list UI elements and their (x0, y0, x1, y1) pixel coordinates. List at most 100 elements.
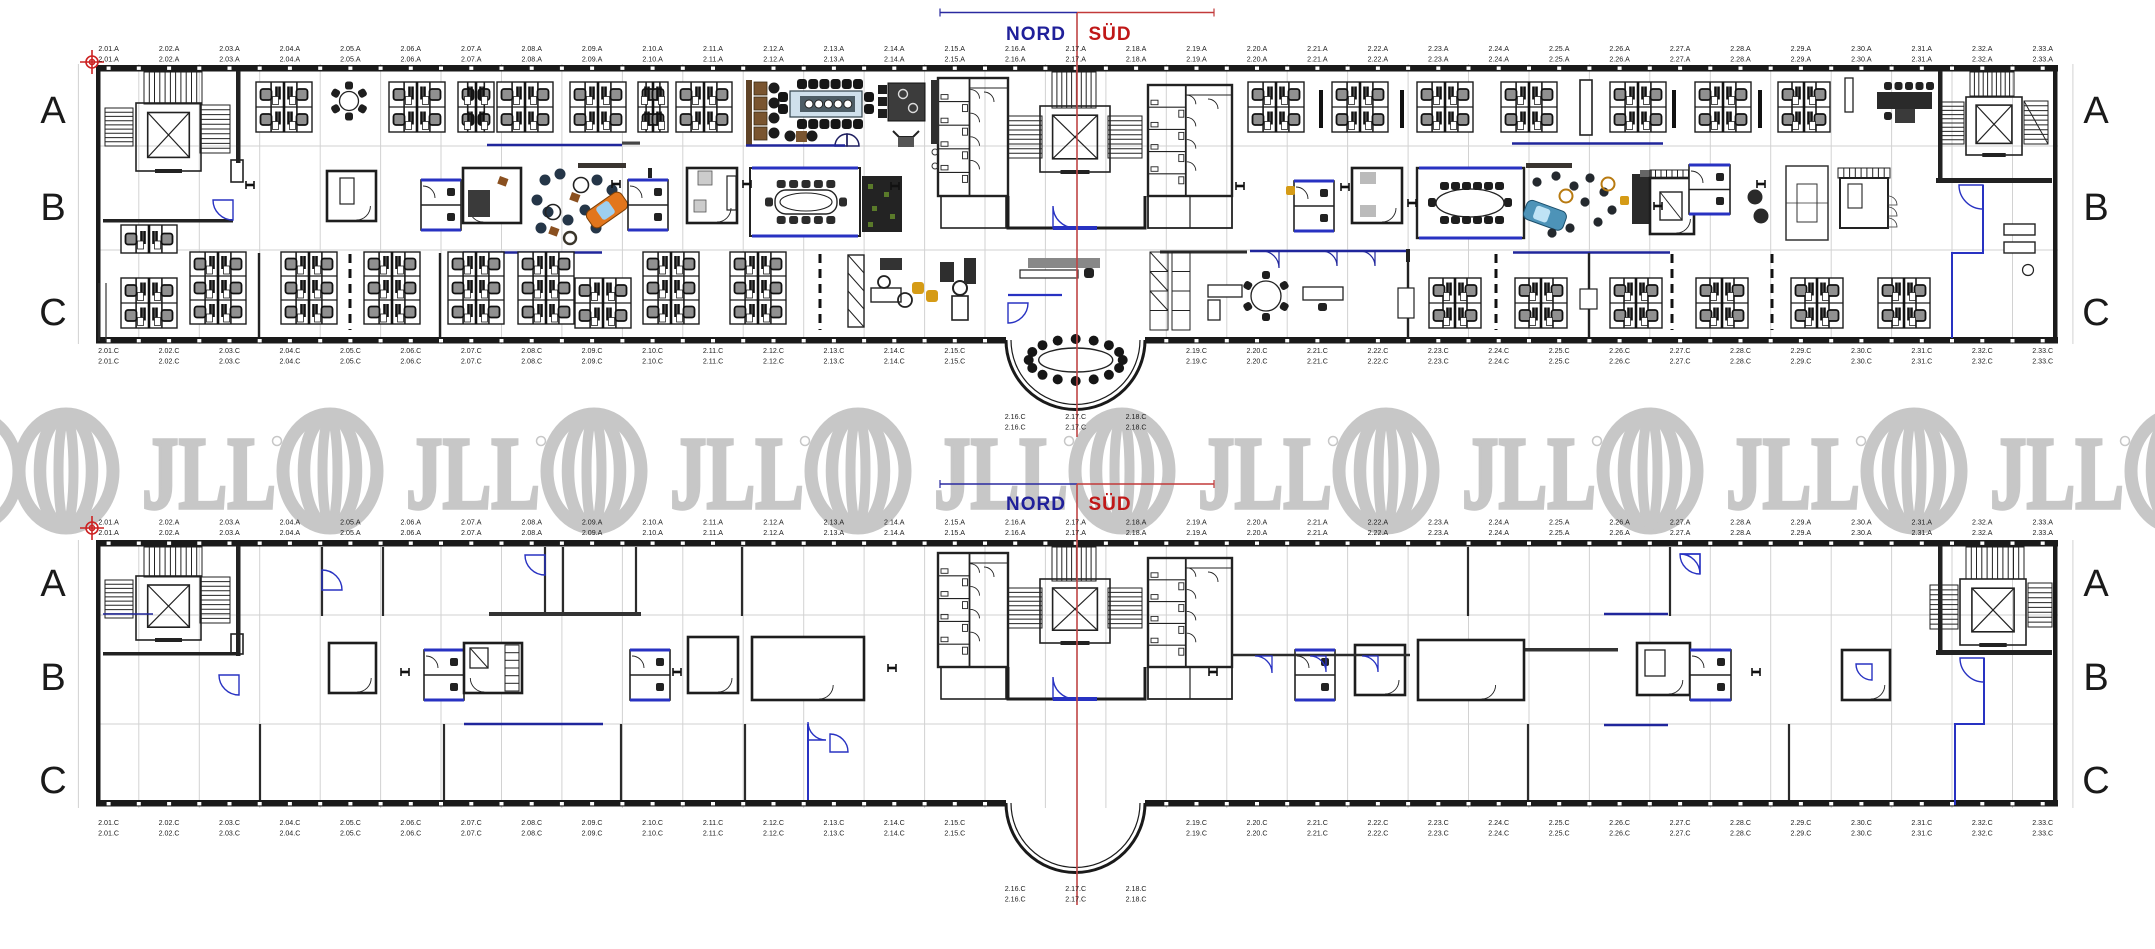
svg-text:2.22.A: 2.22.A (1368, 519, 1389, 527)
svg-text:2.29.C: 2.29.C (1790, 819, 1811, 827)
svg-text:SÜD: SÜD (1088, 494, 1131, 515)
svg-text:2.25.C: 2.25.C (1549, 819, 1570, 827)
svg-text:JLL: JLL (406, 416, 540, 531)
svg-text:B: B (40, 657, 65, 699)
svg-text:B: B (40, 187, 65, 229)
svg-text:2.18.A: 2.18.A (1126, 56, 1147, 64)
svg-text:2.32.A: 2.32.A (1972, 529, 1993, 537)
svg-text:2.30.C: 2.30.C (1851, 347, 1872, 355)
svg-text:2.04.A: 2.04.A (280, 56, 301, 64)
svg-text:2.28.C: 2.28.C (1730, 830, 1751, 838)
svg-text:2.17.C: 2.17.C (1065, 413, 1086, 421)
svg-text:2.27.A: 2.27.A (1670, 56, 1691, 64)
svg-text:2.02.A: 2.02.A (159, 519, 180, 527)
svg-text:2.03.A: 2.03.A (219, 45, 240, 53)
svg-text:2.05.C: 2.05.C (340, 347, 361, 355)
svg-text:2.21.C: 2.21.C (1307, 830, 1328, 838)
svg-text:2.15.A: 2.15.A (945, 529, 966, 537)
svg-text:2.23.C: 2.23.C (1428, 347, 1449, 355)
svg-text:2.09.A: 2.09.A (582, 56, 603, 64)
svg-text:2.33.C: 2.33.C (2032, 819, 2053, 827)
svg-text:A: A (2083, 90, 2109, 132)
svg-text:2.08.A: 2.08.A (521, 519, 542, 527)
svg-text:2.20.A: 2.20.A (1247, 519, 1268, 527)
svg-text:2.06.C: 2.06.C (400, 830, 421, 838)
svg-text:2.23.A: 2.23.A (1428, 519, 1449, 527)
svg-text:2.33.C: 2.33.C (2032, 830, 2053, 838)
svg-text:2.11.A: 2.11.A (703, 519, 723, 527)
svg-text:2.13.A: 2.13.A (824, 45, 845, 53)
svg-text:2.12.A: 2.12.A (763, 519, 784, 527)
svg-text:2.10.C: 2.10.C (642, 358, 663, 366)
svg-text:2.31.A: 2.31.A (1912, 519, 1933, 527)
svg-text:2.18.A: 2.18.A (1126, 529, 1147, 537)
svg-text:2.03.C: 2.03.C (219, 819, 240, 827)
svg-text:2.21.C: 2.21.C (1307, 347, 1328, 355)
svg-text:2.24.C: 2.24.C (1488, 358, 1509, 366)
svg-text:2.17.A: 2.17.A (1065, 529, 1086, 537)
svg-text:2.01.A: 2.01.A (98, 56, 119, 64)
svg-text:2.25.A: 2.25.A (1549, 529, 1570, 537)
svg-text:2.29.A: 2.29.A (1791, 519, 1812, 527)
svg-text:2.26.A: 2.26.A (1609, 45, 1630, 53)
svg-text:2.12.A: 2.12.A (763, 45, 784, 53)
svg-text:2.21.C: 2.21.C (1307, 358, 1328, 366)
svg-text:A: A (40, 90, 66, 132)
svg-text:NORD: NORD (1006, 494, 1066, 515)
svg-text:2.11.C: 2.11.C (703, 358, 723, 366)
svg-text:2.20.C: 2.20.C (1247, 830, 1268, 838)
svg-text:2.12.A: 2.12.A (763, 56, 784, 64)
svg-text:2.10.A: 2.10.A (642, 45, 663, 53)
svg-text:2.22.C: 2.22.C (1367, 347, 1388, 355)
svg-text:2.07.A: 2.07.A (461, 519, 482, 527)
svg-text:2.14.C: 2.14.C (884, 819, 905, 827)
svg-text:2.15.C: 2.15.C (944, 830, 965, 838)
svg-text:2.31.A: 2.31.A (1912, 56, 1933, 64)
svg-text:2.28.A: 2.28.A (1730, 519, 1751, 527)
svg-text:2.08.C: 2.08.C (521, 819, 542, 827)
svg-text:2.05.A: 2.05.A (340, 56, 361, 64)
svg-text:2.20.C: 2.20.C (1247, 347, 1268, 355)
svg-text:2.30.C: 2.30.C (1851, 830, 1872, 838)
svg-text:2.03.C: 2.03.C (219, 358, 240, 366)
svg-text:B: B (2083, 187, 2108, 229)
svg-text:JLL: JLL (1462, 416, 1596, 531)
svg-text:2.32.C: 2.32.C (1972, 830, 1993, 838)
svg-text:2.07.A: 2.07.A (461, 529, 482, 537)
svg-text:2.23.A: 2.23.A (1428, 56, 1449, 64)
svg-text:2.25.C: 2.25.C (1549, 830, 1570, 838)
svg-text:2.01.C: 2.01.C (98, 358, 119, 366)
svg-text:2.08.C: 2.08.C (521, 358, 542, 366)
svg-text:2.32.C: 2.32.C (1972, 347, 1993, 355)
svg-text:2.07.A: 2.07.A (461, 56, 482, 64)
svg-text:2.24.C: 2.24.C (1488, 819, 1509, 827)
svg-text:2.28.C: 2.28.C (1730, 347, 1751, 355)
svg-text:2.22.A: 2.22.A (1368, 45, 1389, 53)
svg-text:2.27.C: 2.27.C (1670, 819, 1691, 827)
svg-text:2.10.C: 2.10.C (642, 830, 663, 838)
svg-text:2.12.A: 2.12.A (763, 529, 784, 537)
svg-text:2.15.A: 2.15.A (945, 45, 966, 53)
svg-text:2.13.A: 2.13.A (824, 519, 845, 527)
svg-text:2.12.C: 2.12.C (763, 347, 784, 355)
svg-text:2.24.C: 2.24.C (1488, 347, 1509, 355)
svg-text:2.21.A: 2.21.A (1307, 56, 1328, 64)
svg-text:2.13.C: 2.13.C (823, 819, 844, 827)
svg-text:A: A (40, 563, 66, 605)
svg-text:JLL: JLL (1726, 416, 1860, 531)
svg-text:2.23.A: 2.23.A (1428, 529, 1449, 537)
svg-text:2.18.A: 2.18.A (1126, 45, 1147, 53)
svg-text:2.17.C: 2.17.C (1065, 424, 1086, 432)
svg-text:2.04.C: 2.04.C (279, 358, 300, 366)
svg-text:JLL: JLL (142, 416, 276, 531)
svg-text:2.01.A: 2.01.A (98, 519, 119, 527)
svg-text:2.24.A: 2.24.A (1488, 45, 1509, 53)
svg-text:2.24.C: 2.24.C (1488, 830, 1509, 838)
svg-text:2.23.C: 2.23.C (1428, 358, 1449, 366)
svg-text:2.10.A: 2.10.A (642, 529, 663, 537)
svg-text:2.32.A: 2.32.A (1972, 45, 1993, 53)
svg-text:2.09.C: 2.09.C (582, 819, 603, 827)
svg-text:C: C (39, 760, 66, 802)
svg-text:2.21.A: 2.21.A (1307, 529, 1328, 537)
svg-text:2.03.C: 2.03.C (219, 830, 240, 838)
